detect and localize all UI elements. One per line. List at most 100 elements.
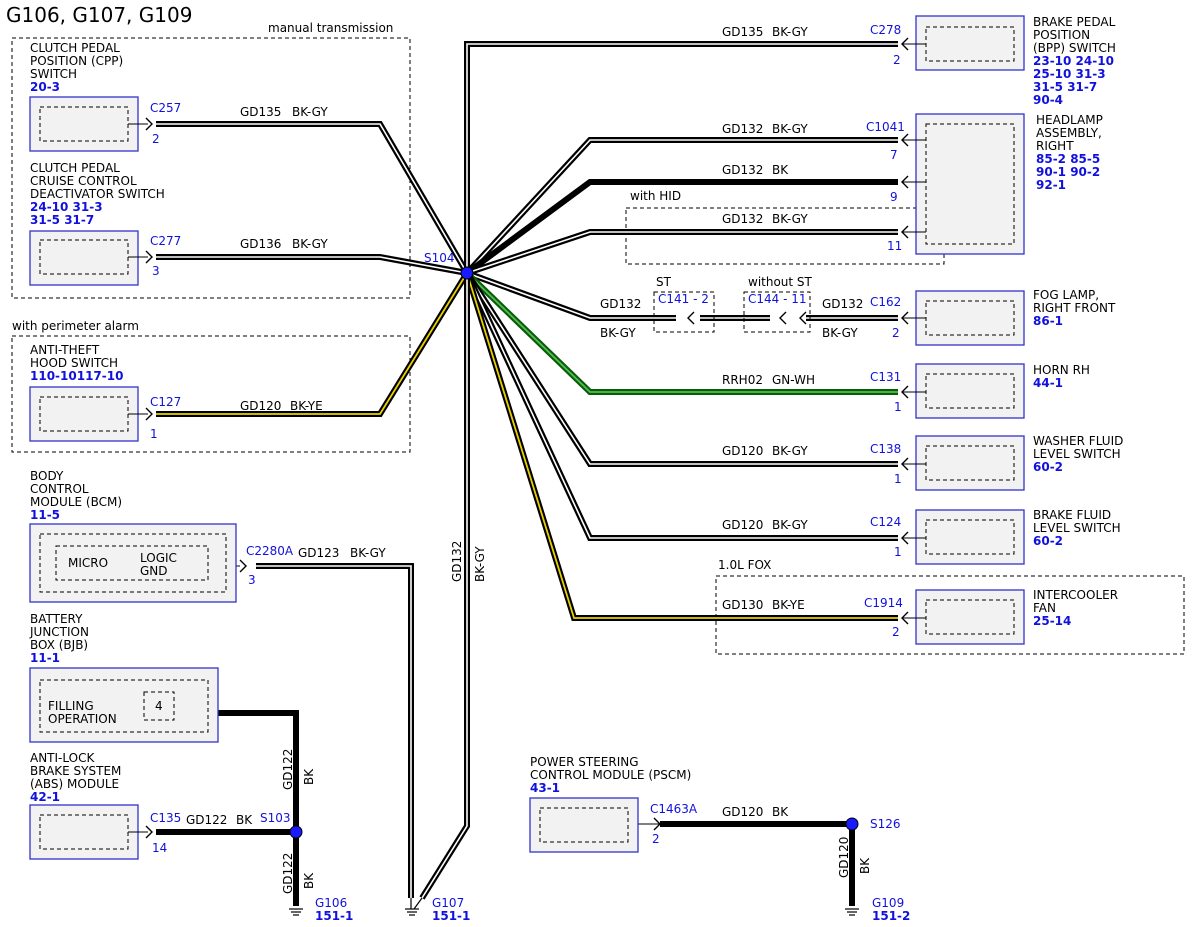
- intercooler-color: BK-YE: [772, 598, 805, 612]
- pscm-pin: 2: [652, 832, 660, 846]
- cpp-name-2: POSITION (CPP): [30, 54, 123, 68]
- wire-gd120-hood: [156, 271, 470, 417]
- headlamp-color-9: BK: [772, 163, 789, 177]
- horn-color: GN-WH: [772, 373, 815, 387]
- bcm-name-2: CONTROL: [30, 482, 89, 496]
- anti-theft-hood-switch: ANTI-THEFT HOOD SWITCH 110-10117-10 C127…: [29, 343, 323, 442]
- power-steering-control-module: POWER STEERING CONTROL MODULE (PSCM) 43-…: [529, 755, 872, 878]
- brakefluid-color: BK-GY: [772, 518, 808, 532]
- splice-s104: [460, 266, 474, 280]
- cruise-circuit: GD136: [240, 237, 281, 251]
- headlamp-pin-9: 9: [890, 190, 898, 204]
- ground-g106: G106 151-1: [289, 896, 353, 923]
- bpp-ref-1: 23-10 24-10: [1033, 54, 1114, 68]
- pscm-color-v: BK: [858, 857, 872, 874]
- abs-color-v: BK: [302, 872, 316, 889]
- washer-name-1: WASHER FLUID: [1033, 434, 1123, 448]
- fog-circuit: GD132: [822, 297, 863, 311]
- cruise-pin: 3: [152, 264, 160, 278]
- manual-transmission-label: manual transmission: [268, 21, 393, 35]
- wire-gd136-cruise: [156, 254, 468, 276]
- headlamp-circuit-9: GD132: [722, 163, 763, 177]
- cpp-connector: C257: [150, 101, 181, 115]
- washer-connector: C138: [870, 442, 901, 456]
- wire-gd120-brakefluid: [464, 271, 898, 541]
- washer-name-2: LEVEL SWITCH: [1033, 447, 1121, 461]
- cpp-color: BK-GY: [292, 105, 328, 119]
- battery-junction-box: BATTERY JUNCTION BOX (BJB) 11-1 FILLING …: [29, 612, 316, 790]
- hood-pin: 1: [150, 427, 158, 441]
- bcm-circuit: GD123: [298, 546, 339, 560]
- bpp-circuit: GD135: [722, 25, 763, 39]
- abs-color: BK: [236, 813, 253, 827]
- wires: [156, 41, 898, 906]
- manual-transmission-group: [11, 37, 411, 299]
- headlamp-circuit-7: GD132: [722, 122, 763, 136]
- abs-module: ANTI-LOCK BRAKE SYSTEM (ABS) MODULE 42-1…: [29, 751, 316, 894]
- bpp-ref-3: 31-5 31-7: [1033, 80, 1097, 94]
- hood-color: BK-YE: [290, 399, 323, 413]
- fog-inline-1: C141 - 2: [658, 292, 709, 306]
- intercooler-name-1: INTERCOOLER: [1033, 588, 1118, 602]
- cruise-name-1: CLUTCH PEDAL: [30, 161, 120, 175]
- g106-ref: 151-1: [315, 909, 353, 923]
- bcm-name-3: MODULE (BCM): [30, 495, 122, 509]
- wire-gd130-intercooler: [464, 272, 898, 621]
- brakefluid-circuit: GD120: [722, 518, 763, 532]
- fog-name-2: RIGHT FRONT: [1033, 301, 1116, 315]
- g107-ref: 151-1: [432, 909, 470, 923]
- s104-label: S104: [424, 251, 455, 265]
- headlamp-name-3: RIGHT: [1036, 139, 1074, 153]
- without-st-label: without ST: [748, 275, 813, 289]
- pscm-name-2: CONTROL MODULE (PSCM): [530, 768, 691, 782]
- ground-g107: G107 151-1: [405, 896, 470, 923]
- abs-name-3: (ABS) MODULE: [30, 777, 119, 791]
- g107-name: G107: [432, 896, 464, 910]
- cruise-ref-2: 31-5 31-7: [30, 213, 94, 227]
- wire-gd120-washer: [464, 271, 898, 467]
- bpp-name-3: (BPP) SWITCH: [1033, 41, 1116, 55]
- fog-connector: C162: [870, 295, 901, 309]
- inline-connector-st: [653, 291, 715, 333]
- pscm-name-1: POWER STEERING: [530, 755, 639, 769]
- intercooler-circuit: GD130: [722, 598, 763, 612]
- brakefluid-name-1: BRAKE FLUID: [1033, 508, 1111, 522]
- bcm-name-1: BODY: [30, 469, 64, 483]
- washer-pin: 1: [894, 472, 902, 486]
- wire-gd135-cpp: [156, 121, 470, 275]
- headlamp-assembly-right: C1041 7 9 11 GD132 BK-GY GD132 BK GD132 …: [722, 113, 1103, 255]
- headlamp-color-11: BK-GY: [772, 212, 808, 226]
- splice-s126: [845, 817, 859, 831]
- headlamp-ref-2: 90-1 90-2: [1036, 165, 1100, 179]
- s103-label: S103: [260, 811, 291, 825]
- hood-name-1: ANTI-THEFT: [30, 343, 100, 357]
- cruise-name-3: DEACTIVATOR SWITCH: [30, 187, 165, 201]
- pscm-circuit-v: GD120: [837, 837, 851, 878]
- abs-name-2: BRAKE SYSTEM: [30, 764, 121, 778]
- bpp-pin: 2: [893, 53, 901, 67]
- bcm-pin: 3: [248, 573, 256, 587]
- abs-ref: 42-1: [30, 790, 60, 804]
- bjb-inner-1: FILLING: [48, 699, 94, 713]
- washer-ref: 60-2: [1033, 460, 1063, 474]
- body-control-module: BODY CONTROL MODULE (BCM) 11-5 MICRO LOG…: [29, 469, 386, 603]
- washer-color: BK-GY: [772, 444, 808, 458]
- cpp-pin: 2: [152, 132, 160, 146]
- clutch-cruise-deactivator-switch: CLUTCH PEDAL CRUISE CONTROL DEACTIVATOR …: [29, 161, 328, 286]
- brakefluid-pin: 1: [894, 545, 902, 559]
- fog-name-1: FOG LAMP,: [1033, 288, 1099, 302]
- brakefluid-ref: 60-2: [1033, 534, 1063, 548]
- wire-gd132-headlamp-7: [464, 137, 898, 276]
- clutch-pedal-position-switch: CLUTCH PEDAL POSITION (CPP) SWITCH 20-3 …: [29, 41, 328, 152]
- headlamp-circuit-11: GD132: [722, 212, 763, 226]
- bpp-color: BK-GY: [772, 25, 808, 39]
- horn-connector: C131: [870, 370, 901, 384]
- hood-ref: 110-10117-10: [30, 369, 123, 383]
- ground-g109: G109 151-2: [845, 896, 910, 923]
- splice-s103: [289, 825, 303, 839]
- horn-name: HORN RH: [1033, 363, 1090, 377]
- bjb-inner-2: OPERATION: [48, 712, 117, 726]
- bpp-ref-2: 25-10 31-3: [1033, 67, 1106, 81]
- s126-label: S126: [870, 817, 901, 831]
- bcm-color: BK-GY: [350, 546, 386, 560]
